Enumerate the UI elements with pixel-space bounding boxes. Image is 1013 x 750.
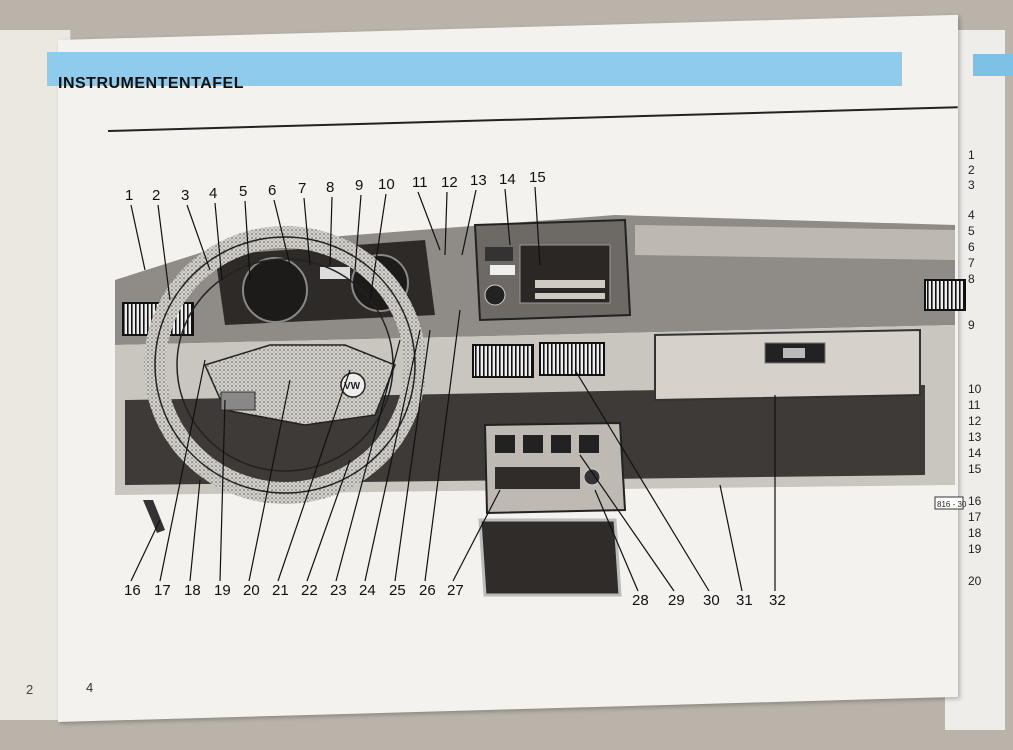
callout-27: 27 [447,582,464,599]
section-title: INSTRUMENTENTAFEL [58,75,244,92]
center-left-vent [472,344,534,378]
side-label-15: 15 [968,462,982,476]
callout-20: 20 [243,582,260,599]
side-label-2: 2 [968,163,975,177]
callout-28: 28 [632,592,649,609]
callout-1: 1 [125,187,134,204]
callout-9: 9 [355,177,364,194]
callout-17: 17 [154,582,171,599]
callout-18: 18 [184,582,201,599]
callout-14: 14 [499,171,516,188]
callout-29: 29 [668,592,685,609]
side-label-4: 4 [968,208,975,222]
callout-11: 11 [412,174,428,191]
left-page-number: 2 [26,682,34,697]
illustration-code: 816 - 30 [937,500,967,509]
hood-release-lever [143,500,165,533]
page-number: 4 [86,680,94,695]
side-label-14: 14 [968,446,982,460]
side-label-17: 17 [968,510,982,524]
callout-6: 6 [268,182,277,199]
callout-7: 7 [298,180,307,197]
dashboard-illustration: VW 816 - 30 [115,215,967,597]
callout-25: 25 [389,582,406,599]
side-label-16: 16 [968,494,982,508]
side-label-8: 8 [968,272,975,286]
side-label-20: 20 [968,574,982,588]
side-label-3: 3 [968,178,975,192]
callout-10: 10 [378,176,395,193]
side-label-18: 18 [968,526,982,540]
callout-19: 19 [214,582,231,599]
svg-text:VW: VW [344,381,361,392]
side-label-7: 7 [968,256,975,270]
callout-30: 30 [703,592,720,609]
right-page-title-bar [973,54,1013,76]
side-label-5: 5 [968,224,975,238]
callout-4: 4 [209,185,218,202]
callout-8: 8 [326,179,335,196]
glovebox [654,328,921,402]
callout-3: 3 [181,187,190,204]
side-label-1: 1 [968,148,975,162]
callout-31: 31 [736,592,753,609]
section-title-bar [47,52,902,86]
side-label-13: 13 [968,430,982,444]
side-label-10: 10 [968,382,982,396]
callout-22: 22 [301,582,318,599]
speedometer [242,257,308,323]
side-label-11: 11 [968,398,981,412]
console-bin [478,518,622,597]
callout-12: 12 [441,174,458,191]
callout-26: 26 [419,582,436,599]
callout-24: 24 [359,582,376,599]
callout-23: 23 [330,582,347,599]
center-right-vent [539,342,605,376]
callout-2: 2 [152,187,161,204]
callout-32: 32 [769,592,786,609]
callout-15: 15 [529,169,546,186]
callout-21: 21 [272,582,289,599]
side-label-9: 9 [968,318,975,332]
callout-5: 5 [239,183,248,200]
callout-16: 16 [124,582,141,599]
side-label-19: 19 [968,542,982,556]
right-air-vent [924,279,966,311]
side-label-6: 6 [968,240,975,254]
callout-13: 13 [470,172,487,189]
side-label-12: 12 [968,414,982,428]
